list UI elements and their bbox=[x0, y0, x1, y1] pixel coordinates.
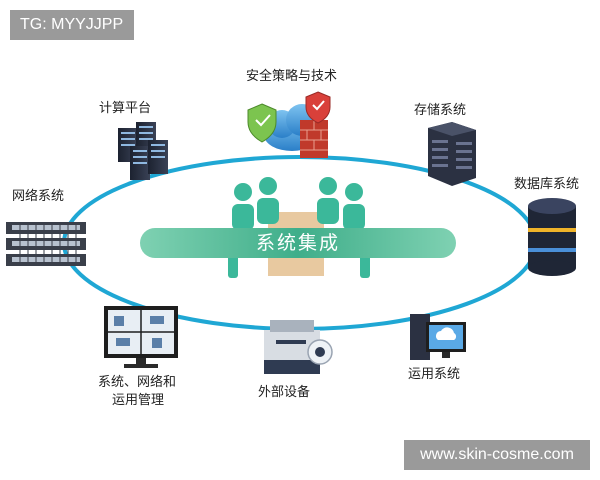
watermark-top-left: TG: MYYJJPP bbox=[10, 10, 134, 40]
shield-cloud-icon bbox=[247, 91, 331, 158]
application-label: 运用系统 bbox=[408, 367, 461, 382]
printer-icon bbox=[264, 320, 333, 374]
center-bar bbox=[140, 228, 456, 258]
meeting-group-icon bbox=[228, 177, 370, 278]
peripheral-label: 外部设备 bbox=[258, 385, 311, 400]
database-icon bbox=[528, 198, 576, 276]
network-label: 网络系统 bbox=[12, 189, 65, 204]
mgmt-label-line2: 运用管理 bbox=[112, 393, 165, 408]
compute-label: 计算平台 bbox=[99, 101, 152, 116]
center-bar-label: 系统集成 bbox=[255, 232, 340, 254]
mgmt-label-line1: 系统、网络和 bbox=[98, 375, 177, 390]
network-switch-icon bbox=[6, 222, 86, 266]
server-rack-icon bbox=[428, 122, 476, 186]
server-cluster-icon bbox=[118, 122, 168, 180]
storage-label: 存储系统 bbox=[414, 103, 467, 118]
watermark-bottom-right: www.skin-cosme.com bbox=[404, 440, 590, 470]
application-server-icon bbox=[410, 314, 466, 360]
monitor-icon bbox=[104, 306, 178, 368]
security-label: 安全策略与技术 bbox=[246, 69, 338, 84]
database-label: 数据库系统 bbox=[514, 177, 580, 192]
